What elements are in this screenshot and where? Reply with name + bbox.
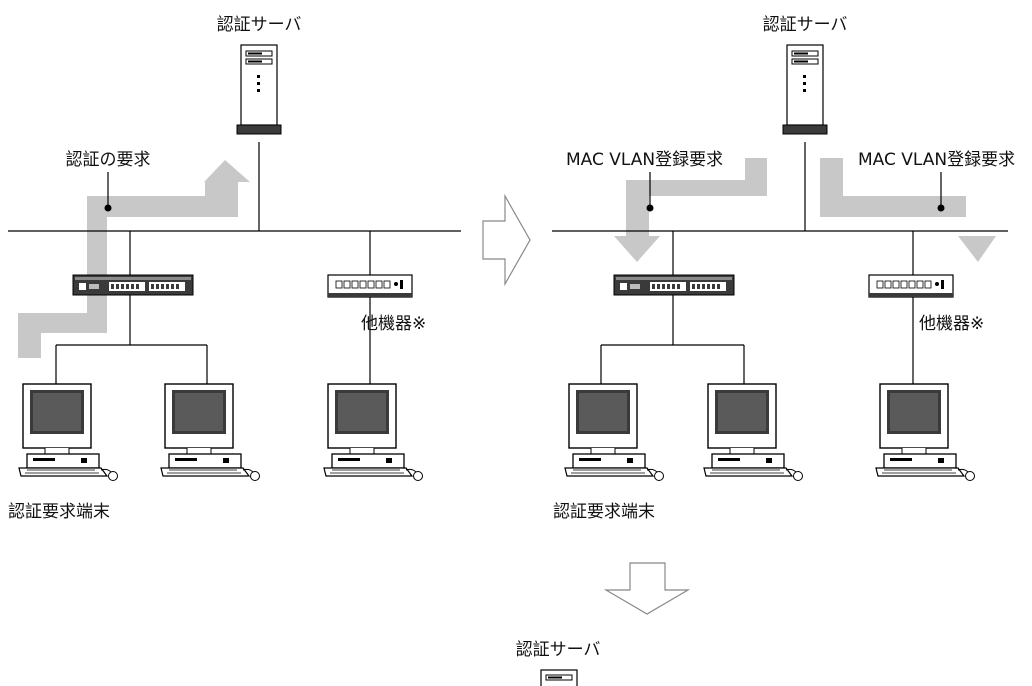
transition-arrow-down — [603, 562, 691, 615]
switch-icon — [72, 274, 194, 296]
server-label: 認証サーバ — [217, 15, 302, 35]
mac-vlan-arrow-right — [820, 158, 996, 262]
auth-request-arrow — [18, 160, 250, 358]
other-device-label: 他機器※ — [919, 314, 984, 334]
request-label: 認証の要求 — [66, 150, 151, 170]
terminal-label: 認証要求端末 — [8, 502, 110, 522]
mac-vlan-arrow-left — [614, 158, 767, 262]
terminal-pc-icon — [564, 383, 665, 482]
mac-vlan-label-left: MAC VLAN登録要求 — [566, 150, 723, 170]
server-label: 認証サーバ — [516, 640, 601, 660]
right-panel: 認証サーバ MAC VLAN登録要求 MAC VLAN登録要求 他機器※ 認証要… — [552, 15, 1015, 522]
bottom-panel: 認証サーバ — [516, 640, 601, 686]
transition-arrow-right — [482, 193, 531, 287]
auth-server-icon — [782, 44, 828, 135]
auth-server-icon — [540, 669, 578, 686]
other-device-label: 他機器※ — [361, 314, 426, 334]
pc-icon — [875, 383, 976, 482]
pc-icon — [323, 383, 424, 482]
other-device-icon — [327, 274, 413, 298]
switch-icon — [613, 274, 735, 296]
terminal-label: 認証要求端末 — [553, 502, 655, 522]
left-panel: 認証サーバ 認証の要求 他機器※ 認証要求端末 — [8, 15, 461, 522]
auth-server-icon — [236, 44, 282, 135]
terminal-pc-icon — [18, 383, 119, 482]
pc-icon — [703, 383, 804, 482]
other-device-icon — [868, 274, 954, 298]
server-label: 認証サーバ — [763, 15, 848, 35]
mac-vlan-label-right: MAC VLAN登録要求 — [858, 150, 1015, 170]
pc-icon — [160, 383, 261, 482]
